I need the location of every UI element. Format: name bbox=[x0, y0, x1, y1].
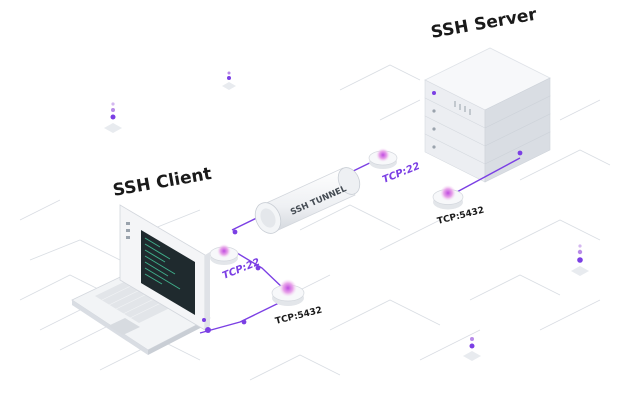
port-node-client-5432 bbox=[271, 279, 305, 306]
marker-stack-left bbox=[104, 102, 122, 133]
port-node-server-5432 bbox=[432, 185, 464, 210]
ssh-server: SSH Server bbox=[424, 5, 551, 183]
ssh-client: SSH Client bbox=[71, 164, 213, 355]
server-rack-icon bbox=[424, 47, 551, 183]
tunnel-cylinder-icon bbox=[254, 167, 361, 234]
port-node-client-22 bbox=[209, 244, 239, 265]
terminal-text-lines bbox=[144, 237, 181, 290]
port-node-icon bbox=[440, 185, 456, 201]
marker-stack-right bbox=[571, 244, 589, 276]
port-node-icon bbox=[376, 148, 390, 162]
server-title: SSH Server bbox=[429, 5, 538, 43]
port-node-icon bbox=[279, 279, 297, 297]
terminal-screen bbox=[141, 230, 195, 315]
ssh-tunnel: SSH TUNNEL bbox=[254, 167, 361, 234]
marker-stack-top bbox=[222, 71, 236, 90]
marker-stack-bottom bbox=[463, 337, 481, 361]
port-node-server-22 bbox=[368, 148, 398, 169]
laptop-icon bbox=[71, 204, 211, 355]
client-title: SSH Client bbox=[111, 164, 213, 201]
client-port-5432-label: TCP:5432 bbox=[274, 306, 323, 327]
port-node-icon bbox=[217, 244, 231, 258]
